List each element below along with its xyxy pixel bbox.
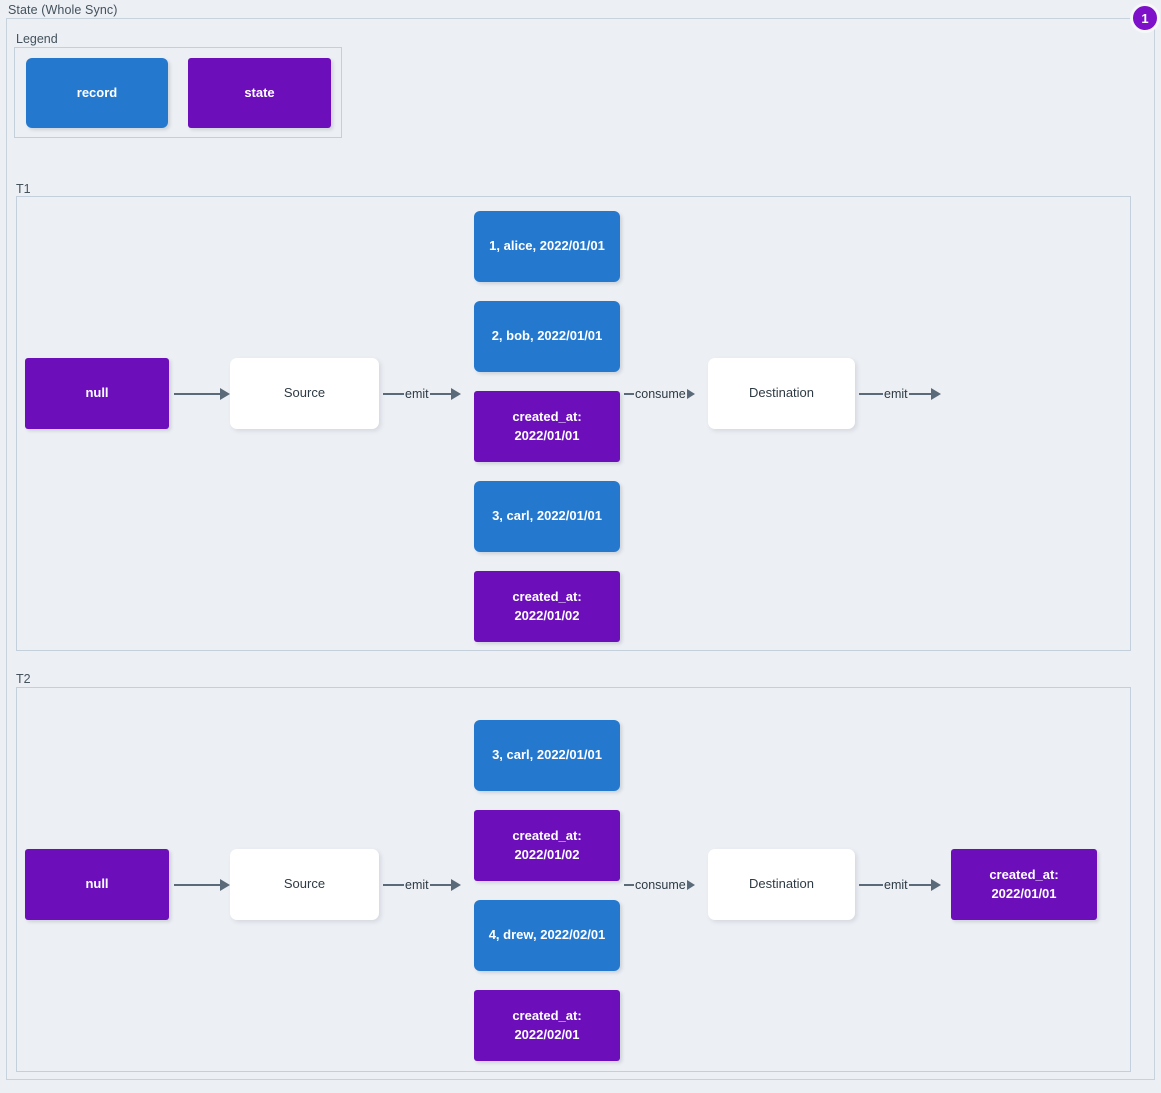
t1-stream-item-1[interactable]: 2, bob, 2022/01/01: [474, 301, 620, 372]
notification-badge[interactable]: 1: [1130, 3, 1160, 33]
t2-stream-item-0[interactable]: 3, carl, 2022/01/01: [474, 720, 620, 791]
t2-stream-item-2[interactable]: 4, drew, 2022/02/01: [474, 900, 620, 971]
t1-stream-item-0[interactable]: 1, alice, 2022/01/01: [474, 211, 620, 282]
t1-initial-state-node[interactable]: null: [25, 358, 169, 429]
t1-stream-item-3[interactable]: 3, carl, 2022/01/01: [474, 481, 620, 552]
t1-source-node[interactable]: Source: [230, 358, 379, 429]
t2-initial-state-node[interactable]: null: [25, 849, 169, 920]
t2-destination-node[interactable]: Destination: [708, 849, 855, 920]
t1-stream-item-2[interactable]: created_at: 2022/01/01: [474, 391, 620, 462]
diagram-title: State (Whole Sync): [8, 3, 118, 17]
t2-final-state-node[interactable]: created_at: 2022/01/01: [951, 849, 1097, 920]
legend-swatch-state[interactable]: state: [188, 58, 331, 128]
timeline-label-t2: T2: [16, 672, 31, 686]
t1-destination-node[interactable]: Destination: [708, 358, 855, 429]
legend-swatch-record[interactable]: record: [26, 58, 168, 128]
t2-source-node[interactable]: Source: [230, 849, 379, 920]
timeline-label-t1: T1: [16, 182, 31, 196]
t2-stream-item-3[interactable]: created_at: 2022/02/01: [474, 990, 620, 1061]
t1-stream-item-4[interactable]: created_at: 2022/01/02: [474, 571, 620, 642]
t2-stream-item-1[interactable]: created_at: 2022/01/02: [474, 810, 620, 881]
legend-label: Legend: [16, 32, 58, 46]
